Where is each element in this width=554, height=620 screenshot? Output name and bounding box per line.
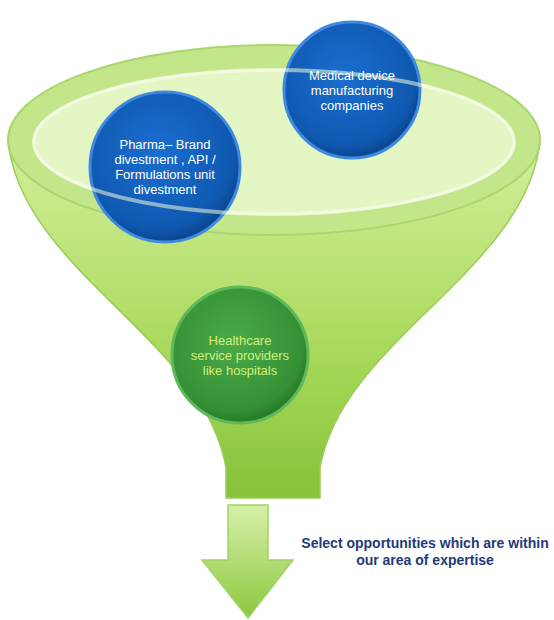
down-arrow — [202, 505, 293, 618]
category-circle: Healthcare service providers like hospit… — [170, 285, 310, 425]
outcome-note: Select opportunities which are within ou… — [300, 535, 550, 569]
circle-outline — [284, 22, 420, 158]
circle-label: Medical device manufacturing companies — [300, 68, 404, 113]
category-circle: Medical device manufacturing companies — [282, 20, 422, 160]
rim-ring — [34, 70, 514, 214]
outcome-text: Select opportunities which are within ou… — [300, 535, 550, 569]
circle-label: Pharma– Brand divestment , API / Formula… — [108, 137, 222, 197]
category-circle: Pharma– Brand divestment , API / Formula… — [88, 90, 242, 244]
circle-outline — [90, 92, 240, 242]
circle-label: Healthcare service providers like hospit… — [188, 333, 292, 378]
circle-outline — [172, 287, 308, 423]
funnel-rim — [8, 45, 540, 235]
